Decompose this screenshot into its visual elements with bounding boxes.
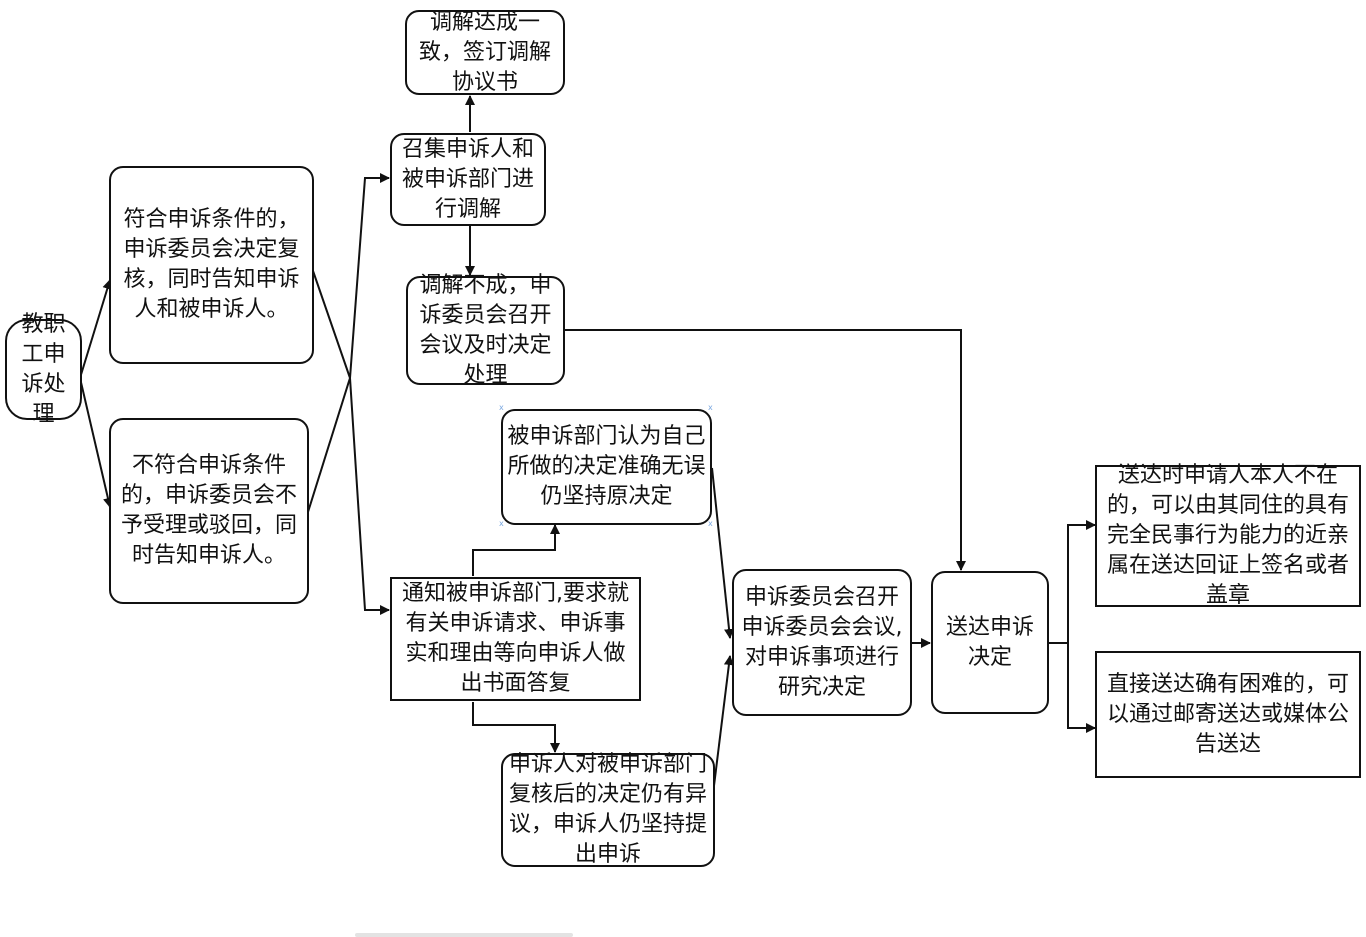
edge-notify-to-objects: [472, 702, 560, 753]
node-start-label: 教职工申诉处理: [21, 311, 66, 427]
node-eligible[interactable]: 符合申诉条件的，申诉委员会决定复核，同时告知申诉人和被申诉人。: [109, 166, 314, 364]
node-notify-dept-label: 通知被申诉部门,要求就有关申诉请求、申诉事实和理由等向申诉人做出书面答复: [402, 581, 629, 696]
edge-ineligible-to-merge: [307, 377, 351, 513]
node-mediate-label: 召集申诉人和被申诉部门进行调解: [401, 136, 534, 222]
node-agreement-label: 调解达成一致，签订调解协议书: [418, 9, 551, 95]
selection-handle-icon[interactable]: x: [499, 403, 504, 412]
node-committee-meeting[interactable]: 申诉委员会召开申诉委员会会议,对申诉事项进行研究决定: [732, 569, 912, 716]
edge-branch-to-absent: [1067, 520, 1096, 643]
edge-merge-to-notify: [349, 377, 390, 615]
node-agreement[interactable]: 调解达成一致，签订调解协议书: [405, 10, 565, 95]
edge-branch-to-difficult: [1067, 643, 1096, 733]
node-notify-dept[interactable]: 通知被申诉部门,要求就有关申诉请求、申诉事实和理由等向申诉人做出书面答复: [390, 577, 641, 701]
node-deliver-label: 送达申诉决定: [945, 614, 1034, 670]
node-appellant-objects-label: 申诉人对被申诉部门复核后的决定仍有异议，申诉人仍坚持提出申诉: [508, 752, 707, 867]
node-absent-label: 送达时申请人本人不在的，可以由其同住的具有完全民事行为能力的近亲属在送达回证上签…: [1106, 463, 1349, 608]
node-ineligible-label: 不符合申诉条件的，申诉委员会不予受理或驳回，同时告知申诉人。: [120, 453, 297, 568]
horizontal-scrollbar[interactable]: [355, 933, 573, 937]
node-absent[interactable]: 送达时申请人本人不在的，可以由其同住的具有完全民事行为能力的近亲属在送达回证上签…: [1095, 463, 1361, 608]
node-appellant-objects[interactable]: 申诉人对被申诉部门复核后的决定仍有异议，申诉人仍坚持提出申诉: [501, 752, 715, 867]
edge-objects-to-committee: [711, 655, 734, 803]
node-difficult[interactable]: 直接送达确有困难的，可以通过邮寄送达或媒体公告送达: [1095, 651, 1361, 778]
edge-merge-to-mediate: [349, 173, 390, 379]
selection-handle-icon[interactable]: x: [499, 519, 504, 528]
node-mediation-failed[interactable]: 调解不成，申诉委员会召开会议及时决定处理: [406, 273, 565, 388]
node-committee-meeting-label: 申诉委员会召开申诉委员会会议,对申诉事项进行研究决定: [741, 584, 903, 700]
node-difficult-label: 直接送达确有困难的，可以通过邮寄送达或媒体公告送达: [1106, 671, 1349, 757]
node-eligible-label: 符合申诉条件的，申诉委员会决定复核，同时告知申诉人和被申诉人。: [123, 207, 300, 322]
node-deliver[interactable]: 送达申诉决定: [931, 571, 1049, 714]
edge-eligible-to-merge: [311, 267, 351, 379]
node-dept-insists[interactable]: 被申诉部门认为自己所做的决定准确无误仍坚持原决定: [501, 409, 712, 525]
node-mediation-failed-label: 调解不成，申诉委员会召开会议及时决定处理: [419, 272, 552, 388]
selection-handle-icon[interactable]: x: [708, 403, 713, 412]
edge-insists-to-committee: [711, 467, 735, 639]
node-ineligible[interactable]: 不符合申诉条件的，申诉委员会不予受理或驳回，同时告知申诉人。: [109, 418, 309, 604]
edge-start-to-ineligible: [79, 377, 113, 508]
node-dept-insists-label: 被申诉部门认为自己所做的决定准确无误仍坚持原决定: [507, 424, 706, 509]
selection-handle-icon[interactable]: x: [708, 519, 713, 528]
edge-notify-to-insists: [472, 524, 560, 576]
edge-start-to-eligible: [79, 279, 113, 379]
node-start[interactable]: 教职工申诉处理: [5, 312, 82, 427]
edge-failed-to-deliver: [564, 329, 966, 571]
node-mediate[interactable]: 召集申诉人和被申诉部门进行调解: [390, 133, 546, 226]
